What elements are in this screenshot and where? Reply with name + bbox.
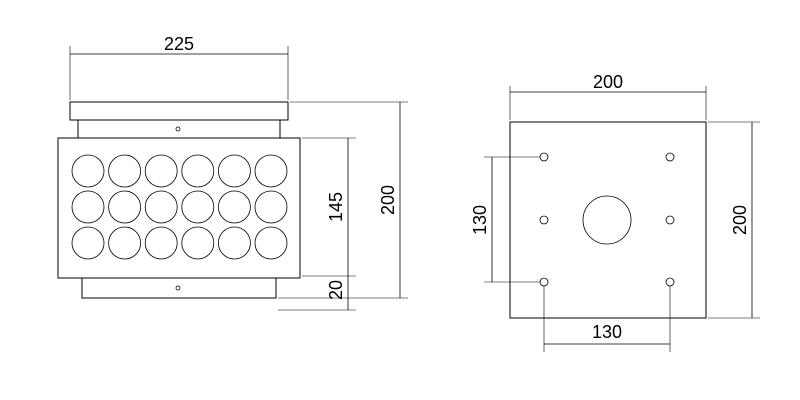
- dim-label-plate-width: 200: [593, 72, 623, 92]
- lens: [217, 190, 251, 224]
- lens: [181, 226, 215, 260]
- dim-label-145: 145: [326, 192, 346, 222]
- dim-label-20: 20: [326, 280, 346, 300]
- lens: [144, 154, 178, 188]
- dim-label-200: 200: [378, 185, 398, 215]
- lens: [108, 226, 141, 260]
- mounting-hole: [539, 215, 549, 225]
- lens: [254, 190, 288, 224]
- dim-label-hole-vertical: 130: [470, 205, 490, 235]
- center-hole: [582, 195, 632, 245]
- lens: [108, 154, 141, 188]
- base: [81, 277, 277, 299]
- lens: [217, 154, 251, 188]
- top-cap: [69, 101, 289, 121]
- lens: [71, 226, 105, 260]
- mounting-hole: [665, 152, 675, 162]
- lens: [181, 190, 215, 224]
- front-view: 225 200 145 20: [57, 34, 408, 311]
- lens: [71, 190, 105, 224]
- dim-label-hole-horizontal: 130: [592, 322, 622, 342]
- lens-grid: [71, 154, 288, 260]
- plate-view: 200 200 130 130: [470, 72, 760, 352]
- lens: [254, 154, 288, 188]
- lens: [144, 190, 178, 224]
- dim-label-plate-height: 200: [730, 205, 750, 235]
- top-neck: [77, 119, 281, 139]
- mounting-plate: [509, 121, 707, 319]
- mounting-hole: [665, 215, 675, 225]
- lens: [181, 154, 215, 188]
- lens: [71, 154, 105, 188]
- lens: [217, 226, 251, 260]
- lens: [254, 226, 288, 260]
- lens: [108, 190, 141, 224]
- lens: [144, 226, 178, 260]
- dim-label-225: 225: [164, 34, 194, 54]
- neck-screw: [175, 126, 181, 132]
- base-screw: [175, 285, 181, 291]
